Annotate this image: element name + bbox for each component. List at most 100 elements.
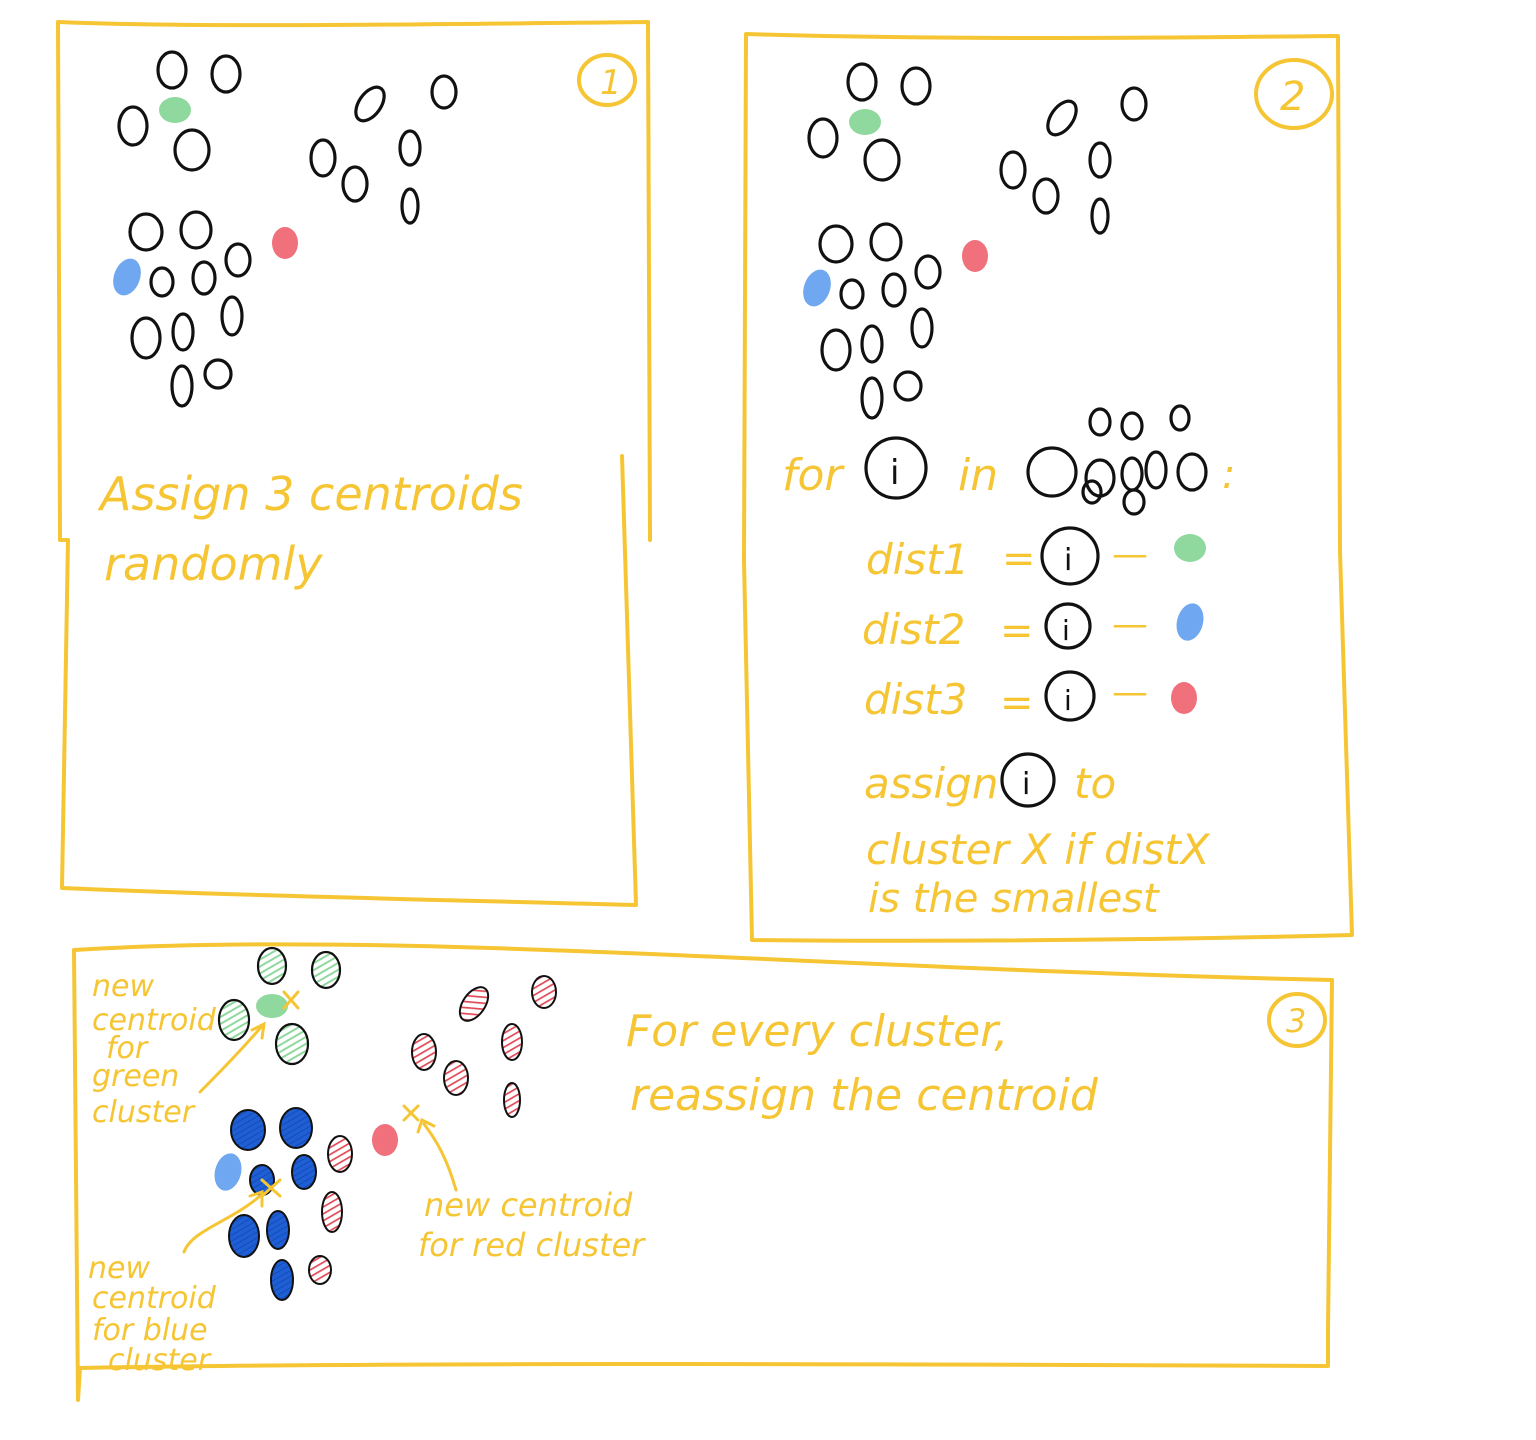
data-point (354, 85, 386, 123)
equals-3: = (1000, 680, 1034, 726)
data-point (400, 187, 420, 225)
green-note-arrow (198, 1021, 266, 1094)
svg-text:new: new (92, 969, 154, 1004)
for-keyword: for (782, 450, 845, 501)
i-symbol: i (864, 436, 928, 500)
data-point (398, 129, 422, 167)
blue-point (228, 1214, 260, 1258)
to-keyword: to (1074, 759, 1116, 808)
svg-text:for blue: for blue (92, 1313, 208, 1348)
data-point (203, 358, 233, 390)
data-point (999, 150, 1027, 190)
data-point (1120, 86, 1148, 122)
green-note: new centroid for green cluster (92, 969, 217, 1130)
rule-line3: is the smallest (868, 876, 1160, 922)
panel3-frame (72, 942, 1334, 1402)
data-point (807, 117, 839, 159)
equals-2: = (1000, 608, 1034, 654)
i-symbol: i (1044, 602, 1092, 650)
data-point (1046, 99, 1078, 137)
red-point (308, 1255, 332, 1285)
data-point (171, 312, 195, 352)
svg-text:cluster: cluster (108, 1343, 212, 1378)
data-point (210, 54, 242, 94)
dist3-label: dist3 (864, 675, 967, 724)
blue-point (291, 1154, 317, 1190)
rule-line2: cluster X if distX (866, 825, 1211, 874)
red-point (501, 1023, 523, 1061)
data-point (173, 128, 211, 172)
red-centroid-swatch (1171, 682, 1197, 714)
data-point (863, 138, 901, 182)
data-point (220, 295, 244, 337)
svg-text:2: 2 (1280, 74, 1305, 120)
data-point (224, 242, 252, 278)
blue-point (266, 1210, 290, 1250)
svg-text:i: i (1064, 543, 1072, 578)
data-point (430, 74, 458, 110)
data-point (149, 266, 175, 298)
panel3-line1: For every cluster, (626, 1006, 1008, 1057)
data-point (881, 272, 907, 308)
data-point (1090, 197, 1110, 235)
i-symbol: i (1040, 526, 1100, 586)
data-point (1032, 177, 1060, 215)
green-point (256, 946, 288, 986)
svg-text:i: i (890, 453, 899, 493)
svg-text:centroid: centroid (92, 1281, 217, 1316)
data-point (914, 254, 942, 290)
data-point (156, 50, 188, 90)
data-point (900, 66, 932, 106)
data-point (869, 222, 903, 262)
i-symbol: i (1044, 670, 1096, 722)
step-badge-1: 1 (577, 53, 637, 107)
svg-text:3: 3 (1286, 1002, 1306, 1040)
svg-text:for red cluster: for red cluster (418, 1226, 646, 1264)
step-badge-3: 3 (1267, 992, 1327, 1048)
svg-text:for: for (106, 1031, 149, 1066)
assign-keyword: assign (864, 759, 998, 808)
old-green-centroid (256, 994, 288, 1018)
green-cluster (217, 946, 342, 1066)
old-red-centroid (372, 1124, 398, 1156)
panel3-line2: reassign the centroid (630, 1070, 1099, 1121)
data-point (128, 212, 164, 252)
panel1-frame (56, 20, 652, 907)
data-point (341, 165, 369, 203)
red-point (327, 1135, 353, 1173)
blue-point (230, 1109, 266, 1151)
data-point (818, 224, 854, 264)
data-point (820, 328, 852, 372)
new-blue-centroid-marker (260, 1178, 282, 1198)
red-point (411, 1033, 437, 1071)
red-point (443, 1060, 469, 1096)
i-symbol: i (1000, 752, 1056, 808)
centroid-red (962, 240, 988, 272)
data-point (170, 364, 194, 408)
svg-text:new: new (88, 1251, 150, 1286)
blue-cluster (214, 1107, 317, 1301)
green-point (310, 950, 342, 990)
data-point (860, 324, 884, 364)
centroid-blue (113, 258, 141, 296)
red-point (321, 1191, 343, 1233)
panel1-line1: Assign 3 centroids (97, 467, 523, 521)
data-point (309, 138, 337, 178)
svg-text:centroid: centroid (92, 1003, 217, 1038)
data-point (839, 278, 865, 310)
svg-text:cluster: cluster (92, 1095, 196, 1130)
centroid-red (272, 227, 298, 259)
data-point (130, 316, 162, 360)
green-centroid-swatch (1174, 534, 1206, 562)
panel1-points (113, 50, 458, 408)
blue-point (279, 1107, 313, 1149)
new-red-centroid-marker (402, 1104, 420, 1122)
equals-1: = (1002, 536, 1036, 582)
dist2-label: dist2 (862, 605, 965, 654)
new-green-centroid-marker (282, 990, 300, 1010)
svg-text:green: green (92, 1059, 179, 1094)
red-point (503, 1082, 521, 1118)
data-point (179, 210, 213, 250)
old-blue-centroid (214, 1153, 242, 1191)
